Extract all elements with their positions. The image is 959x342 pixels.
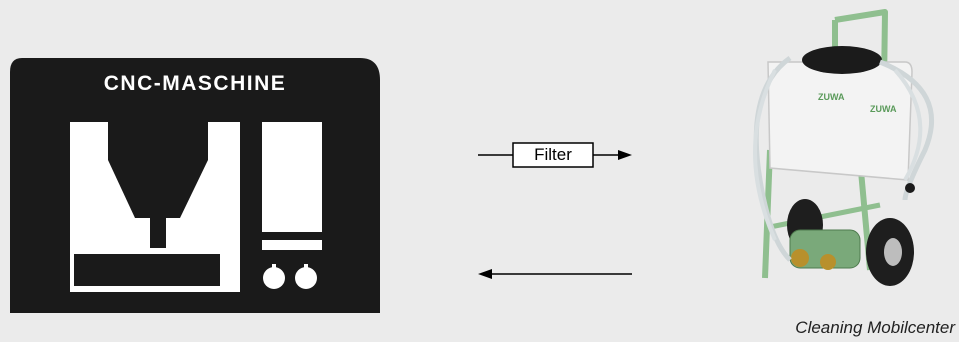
cnc-machine-icon bbox=[10, 58, 380, 313]
forward-flow bbox=[478, 142, 632, 168]
filter-label: Filter bbox=[534, 145, 572, 164]
svg-text:ZUWA: ZUWA bbox=[818, 92, 845, 102]
arrow-left-icon bbox=[478, 269, 492, 279]
cleaning-mobilcenter-image: ZUWA ZUWA bbox=[753, 9, 935, 286]
arrow-right-icon bbox=[618, 150, 632, 160]
filter-box bbox=[512, 142, 594, 168]
machine-title: CNC-MASCHINE bbox=[103, 72, 287, 95]
tank-lid bbox=[802, 46, 882, 74]
return-flow bbox=[478, 269, 632, 279]
svg-text:ZUWA: ZUWA bbox=[870, 104, 897, 114]
product-caption: Cleaning Mobilcenter bbox=[795, 318, 955, 337]
